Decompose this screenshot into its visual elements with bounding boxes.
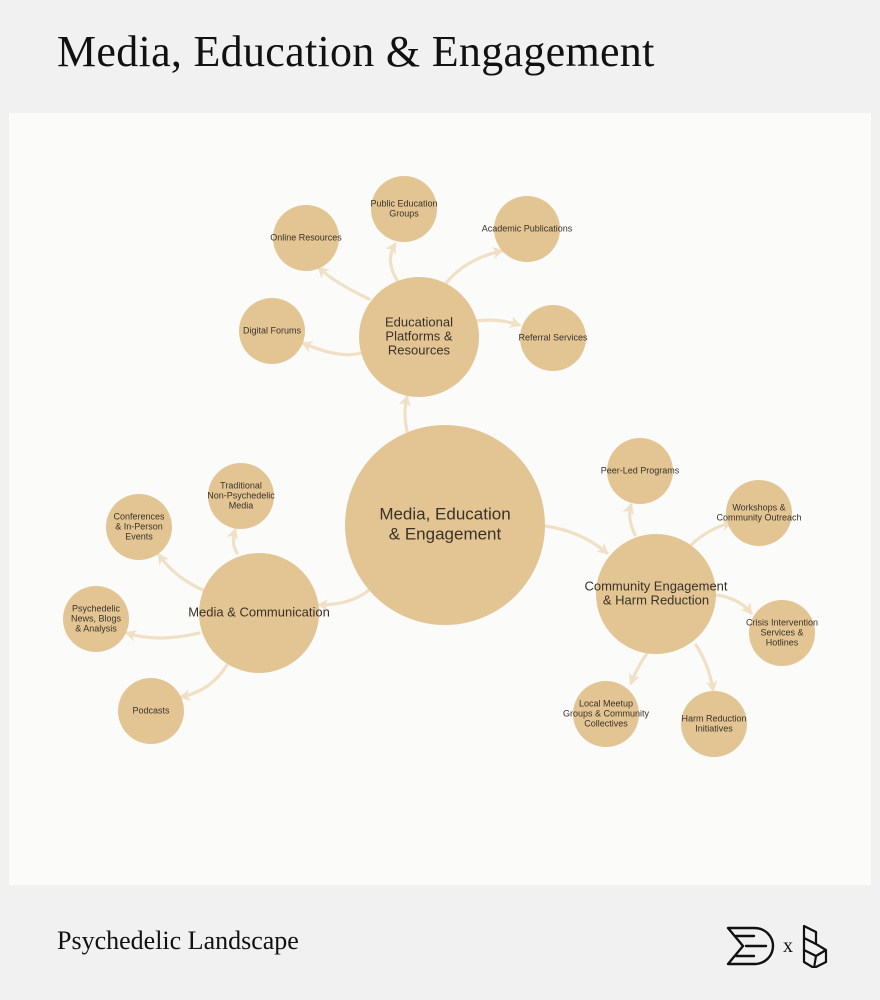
leaf-node-label: & In-Person [115, 521, 163, 531]
connector-arrow [444, 246, 504, 285]
leaf-node-label: Groups [389, 208, 419, 218]
stacked-blocks-logo [802, 924, 828, 970]
leaf-node-label: Academic Publications [482, 223, 573, 233]
connector-arrow [543, 524, 609, 555]
hub-node-edu-circle [359, 277, 479, 397]
leaf-node-label: News, Blogs [71, 613, 122, 623]
page-title: Media, Education & Engagement [57, 27, 655, 76]
leaf-node: Digital Forums [239, 298, 305, 364]
leaf-node-label: Podcasts [132, 705, 170, 715]
leaf-node-label: Traditional [220, 480, 262, 490]
leaf-node-label: Local Meetup [579, 698, 633, 708]
connector-arrow [317, 588, 371, 611]
leaf-node-circle [681, 691, 747, 757]
leaf-node-circle [520, 305, 586, 371]
leaf-node-label: Media [229, 500, 254, 510]
leaf-node-circle [371, 176, 437, 242]
hub-node-comm: Community Engagement& Harm Reduction [584, 534, 728, 654]
connector-arrow [125, 630, 201, 642]
leaf-node-label: Initiatives [695, 723, 733, 733]
leaf-node-label: Online Resources [270, 232, 342, 242]
leaf-node-circle [273, 205, 339, 271]
connector-arrow [714, 593, 753, 615]
center-node: Media, Education& Engagement [345, 425, 545, 625]
leaf-node-label: Services & [760, 627, 803, 637]
leaf-node-label: Non-Psychedelic [207, 490, 275, 500]
connector-arrow [398, 395, 411, 433]
leaf-node-circle [726, 480, 792, 546]
leaf-node-circle [494, 196, 560, 262]
leaf-node-label: Peer-Led Programs [601, 465, 680, 475]
connector-arrow [622, 503, 637, 537]
leaf-node-circle [607, 438, 673, 504]
hub-node-media-label: Media & Communication [188, 604, 330, 619]
center-node-label: Media, Education [379, 504, 510, 523]
leaf-node-label: Conferences [113, 511, 165, 521]
leaf-node-label: Groups & Community [563, 708, 650, 718]
footer-label: Psychedelic Landscape [57, 926, 299, 955]
leaf-node-label: Community Outreach [716, 512, 801, 522]
connector-arrow [694, 643, 718, 692]
hub-node-media-circle [199, 553, 319, 673]
connector-arrow [689, 519, 733, 547]
leaf-node-label: Psychedelic [72, 603, 121, 613]
leaf-node-label: Harm Reduction [681, 713, 746, 723]
logo-separator: x [783, 935, 793, 957]
leaf-node-label: Digital Forums [243, 325, 302, 335]
center-node-circle [345, 425, 545, 625]
leaf-node-label: Collectives [584, 718, 628, 728]
leaf-brand-logo [726, 926, 775, 966]
leaf-node-label: Workshops & [732, 502, 785, 512]
leaf-node-label: & Analysis [75, 623, 117, 633]
connector-arrow [226, 528, 239, 555]
connector-arrow [179, 663, 229, 702]
leaf-node: Peer-Led Programs [601, 438, 680, 504]
hub-node-comm-label: & Harm Reduction [603, 592, 709, 607]
edges-layer [125, 242, 753, 702]
leaf-node: Referral Services [518, 305, 588, 371]
hub-node-comm-label: Community Engagement [584, 578, 727, 593]
connector-arrow [157, 553, 207, 593]
leaf-node: Academic Publications [482, 196, 573, 262]
leaf-node-label: Hotlines [766, 637, 799, 647]
connector-arrow [317, 266, 371, 301]
bubble-diagram: Media, Education& EngagementEducationalP… [63, 176, 818, 757]
leaf-node-circle [106, 494, 172, 560]
leaf-node-label: Referral Services [518, 332, 588, 342]
connector-arrow [473, 316, 521, 328]
leaf-node-label: Public Education [370, 198, 437, 208]
leaf-node-circle [118, 678, 184, 744]
leaf-node-circle [208, 463, 274, 529]
hub-node-edu-label: Educational [385, 314, 453, 329]
leaf-node-label: Events [125, 531, 153, 541]
leaf-node: Workshops &Community Outreach [716, 480, 802, 546]
leaf-node-circle [749, 600, 815, 666]
leaf-node-circle [239, 298, 305, 364]
hub-node-comm-circle [596, 534, 716, 654]
leaf-node-circle [63, 586, 129, 652]
connector-arrow [385, 242, 399, 282]
hub-node-edu-label: Resources [388, 342, 451, 357]
leaf-node: Podcasts [118, 678, 184, 744]
hub-node-media: Media & Communication [188, 553, 330, 673]
leaf-node-circle [573, 681, 639, 747]
center-node-label: & Engagement [389, 524, 502, 543]
footer-logos: x [724, 922, 834, 973]
leaf-node: Online Resources [270, 205, 342, 271]
nodes-layer: Media, Education& EngagementEducationalP… [63, 176, 818, 757]
connector-arrow [301, 341, 363, 357]
connector-arrow [628, 651, 649, 685]
hub-node-edu-label: Platforms & [385, 328, 453, 343]
leaf-node-label: Crisis Intervention [746, 617, 818, 627]
